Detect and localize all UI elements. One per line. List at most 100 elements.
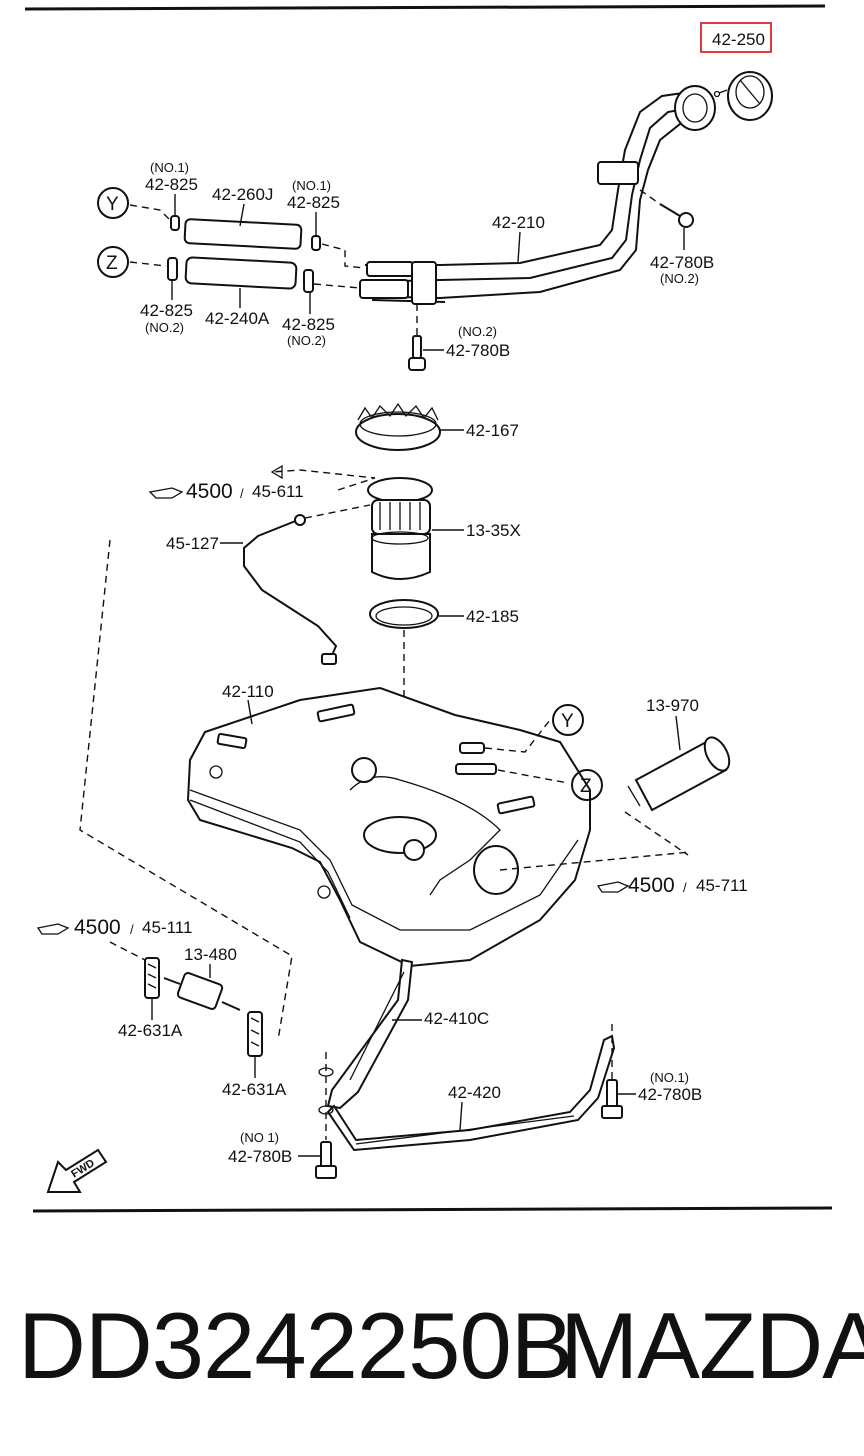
caption-bar: DD3242250B MAZDA bbox=[0, 1286, 864, 1406]
fuel-pump-13-35x bbox=[367, 477, 433, 580]
slash-c: / bbox=[130, 922, 134, 937]
label-42-780b-right: 42-780B bbox=[638, 1085, 702, 1104]
reference-hand-icon-b bbox=[596, 881, 630, 893]
callout-z-lower-text: Z bbox=[580, 776, 592, 797]
callout-z-upper-text: Z bbox=[106, 253, 118, 274]
dash-hose-pipe-a bbox=[321, 243, 366, 269]
washer-left-b bbox=[318, 1105, 334, 1115]
dash-filter-loop bbox=[79, 539, 293, 1041]
clamp-42-825-a bbox=[170, 215, 180, 231]
callout-y-upper-text: Y bbox=[106, 194, 119, 215]
label-45-111: 45-111 bbox=[142, 918, 192, 937]
label-45-711: 45-711 bbox=[696, 876, 748, 895]
clip-42-631a-right bbox=[247, 1011, 263, 1057]
parts-diagram: 42-250 42-780B (NO.2) 42-210 Y Z (NO.1) … bbox=[24, 4, 833, 1213]
label-42-825-c: 42-825 bbox=[140, 301, 193, 320]
label-42-825-a-note: (NO.1) bbox=[150, 160, 189, 175]
dash-45-127-pump bbox=[304, 504, 371, 519]
label-42-780b-upper-note: (NO.2) bbox=[660, 271, 699, 286]
fuel-tank-42-110 bbox=[186, 686, 591, 968]
label-42-185: 42-185 bbox=[466, 607, 519, 626]
clip-42-631a-left bbox=[144, 957, 160, 999]
tank-nipples bbox=[455, 742, 497, 775]
clamp-42-825-c bbox=[167, 257, 178, 281]
brand-text: MAZDA bbox=[560, 1293, 864, 1398]
label-42-250: 42-250 bbox=[712, 30, 765, 49]
dash-y-hose bbox=[129, 204, 171, 221]
leader-42-210 bbox=[517, 231, 521, 263]
bolt-42-780b-right bbox=[601, 1079, 623, 1119]
label-4500-c: 4500 bbox=[74, 916, 121, 939]
dash-canister bbox=[624, 811, 689, 856]
fuel-filter-13-480 bbox=[163, 972, 241, 1011]
leader-42-110 bbox=[247, 699, 253, 725]
dash-45-111 bbox=[109, 941, 146, 961]
label-42-825-b: 42-825 bbox=[287, 193, 340, 212]
label-42-420: 42-420 bbox=[448, 1083, 501, 1102]
label-42-631a-right: 42-631A bbox=[222, 1080, 287, 1099]
callout-y-upper bbox=[97, 187, 129, 219]
leader-13-970 bbox=[675, 715, 681, 751]
label-42-110: 42-110 bbox=[222, 682, 274, 701]
part-number-text: DD3242250B bbox=[18, 1293, 573, 1398]
fuel-cap-42-250 bbox=[713, 71, 773, 121]
label-13-35x: 13-35X bbox=[466, 521, 521, 540]
screw-42-780b-middle bbox=[408, 304, 426, 371]
hose-42-240a bbox=[184, 256, 298, 290]
label-42-825-d: 42-825 bbox=[282, 315, 335, 334]
reference-hand-icon-a bbox=[148, 487, 184, 499]
label-42-260j: 42-260J bbox=[212, 185, 273, 204]
dash-45-611 bbox=[271, 469, 376, 491]
label-42-825-b-note: (NO.1) bbox=[292, 178, 331, 193]
strap-42-420 bbox=[326, 1034, 616, 1152]
label-42-780b-middle: 42-780B bbox=[446, 341, 510, 360]
label-42-780b-left-note: (NO 1) bbox=[240, 1130, 279, 1145]
highlight-box bbox=[700, 22, 772, 53]
gasket-42-185 bbox=[369, 599, 439, 629]
label-42-210: 42-210 bbox=[492, 213, 545, 232]
callout-y-lower bbox=[552, 704, 584, 736]
label-42-410c: 42-410C bbox=[424, 1009, 489, 1028]
screw-42-780b-upper bbox=[639, 189, 694, 250]
label-42-240a: 42-240A bbox=[205, 309, 270, 328]
label-4500-b: 4500 bbox=[628, 874, 675, 897]
dash-45-711 bbox=[499, 851, 691, 871]
reference-hand-icon-c bbox=[36, 923, 70, 935]
label-4500-a: 4500 bbox=[186, 480, 233, 503]
dash-z-hose bbox=[129, 261, 167, 267]
label-42-825-c-note: (NO.2) bbox=[145, 320, 184, 335]
hose-42-260j bbox=[183, 218, 303, 250]
leader-42-420 bbox=[459, 1101, 463, 1131]
label-42-825-a: 42-825 bbox=[145, 175, 198, 194]
lock-ring-42-167 bbox=[355, 402, 441, 451]
arrow-45-611 bbox=[270, 464, 283, 480]
pipe-45-127 bbox=[243, 514, 338, 665]
leader-42-260j bbox=[239, 203, 245, 227]
label-42-780b-left: 42-780B bbox=[228, 1147, 292, 1166]
callout-z-upper bbox=[97, 246, 129, 278]
filler-pipe-42-210 bbox=[359, 85, 716, 305]
label-42-780b-right-note: (NO.1) bbox=[650, 1070, 689, 1085]
label-42-780b-middle-note: (NO.2) bbox=[458, 324, 497, 339]
callout-z-lower bbox=[571, 769, 603, 801]
washer-left-a bbox=[318, 1067, 334, 1077]
clamp-42-825-b bbox=[311, 235, 321, 251]
bolt-42-780b-left bbox=[315, 1141, 337, 1179]
label-42-631a-left: 42-631A bbox=[118, 1021, 183, 1040]
label-45-127: 45-127 bbox=[166, 534, 219, 553]
dash-hose-pipe-b bbox=[313, 283, 361, 289]
top-rule bbox=[24, 4, 826, 11]
fwd-arrow-icon: FWD bbox=[46, 1148, 108, 1193]
label-13-970: 13-970 bbox=[646, 696, 699, 715]
canister-13-970 bbox=[627, 736, 731, 812]
label-42-825-d-note: (NO.2) bbox=[287, 333, 326, 348]
clamp-42-825-d bbox=[303, 269, 314, 293]
label-13-480: 13-480 bbox=[184, 945, 237, 964]
label-42-780b-upper: 42-780B bbox=[650, 253, 714, 272]
bottom-rule bbox=[32, 1206, 833, 1213]
slash-a: / bbox=[240, 486, 244, 501]
dash-y-lower bbox=[484, 719, 551, 753]
label-42-167: 42-167 bbox=[466, 421, 519, 440]
callout-y-lower-text: Y bbox=[561, 711, 574, 732]
slash-b: / bbox=[683, 880, 687, 895]
